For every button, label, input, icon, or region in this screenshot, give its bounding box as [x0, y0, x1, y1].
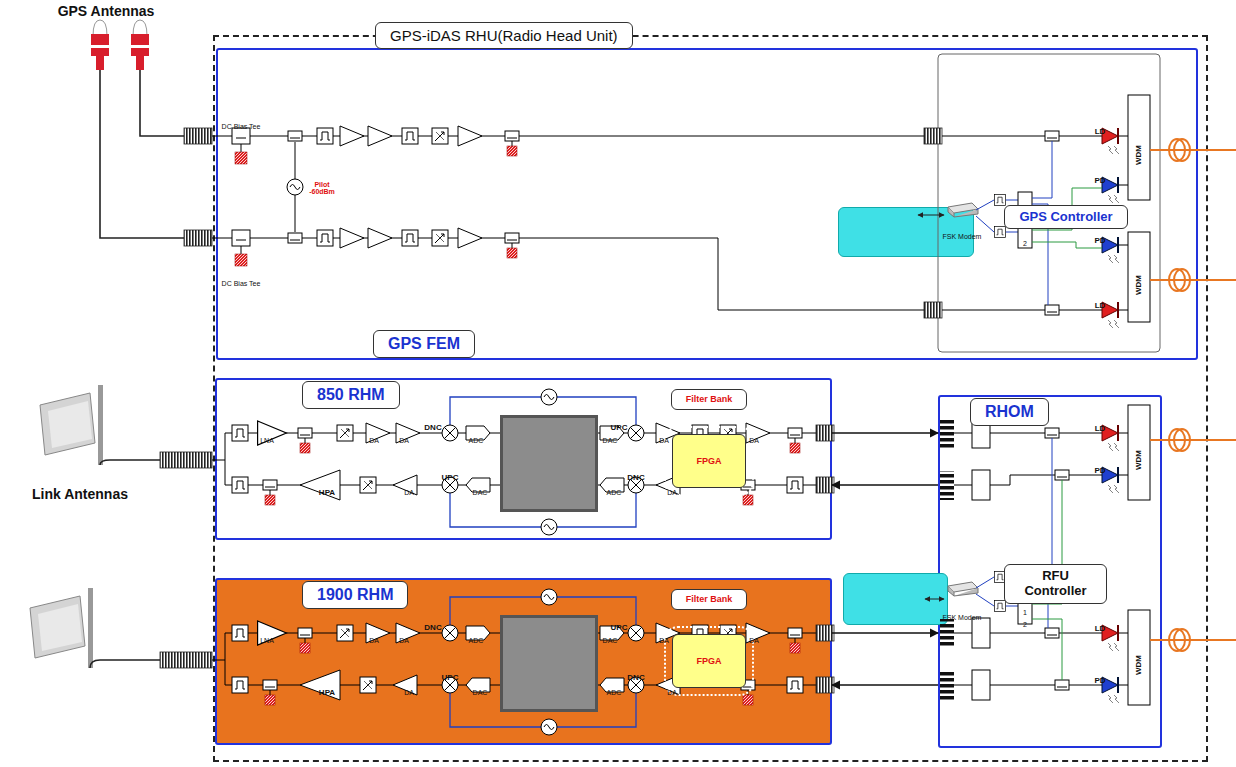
signal-cable	[832, 432, 938, 433]
signal-cable	[832, 484, 938, 485]
component-label: HPA	[319, 489, 335, 497]
node-title: 1900 RHM	[302, 581, 408, 609]
fpga-label: FPGA	[672, 634, 746, 688]
component-label: DA	[749, 637, 759, 644]
component-label: DAC	[473, 489, 488, 496]
component-label: LD	[1095, 625, 1106, 633]
component-label: DA	[404, 689, 414, 696]
node-title: GPS FEM	[373, 330, 475, 358]
component-label: FSK Modem	[943, 233, 982, 240]
controller-box: GPS Controller	[838, 207, 974, 257]
node-title: GPS Controller	[1004, 205, 1127, 230]
component-label: DAC	[603, 437, 618, 444]
component-label: LNA	[260, 437, 274, 444]
module-box: GPS FEM GPS Controller	[216, 48, 1198, 360]
component-label: ADC	[607, 489, 622, 496]
component-label: LNA	[260, 637, 274, 644]
component-label: HPA	[319, 689, 335, 697]
module-box: 1900 RHMFilter BankFPGA	[215, 578, 832, 745]
fpga-chip: Filter BankFPGA	[500, 415, 598, 512]
node-title: RHOM	[970, 398, 1049, 426]
component-label: PD	[1094, 177, 1105, 185]
component-label: FSK Modem	[943, 614, 982, 621]
component-label: LD	[1095, 302, 1106, 310]
node-title: GPS-iDAS RHU(Radio Head Unit)	[375, 22, 633, 49]
node-title: 850 RHM	[302, 381, 400, 409]
component-label: WDM	[1135, 145, 1143, 165]
component-label: DC Bias Tee	[222, 280, 261, 287]
signal-cable	[832, 684, 938, 685]
module-box: 850 RHMFilter BankFPGA	[215, 378, 832, 540]
component-label: ADC	[469, 437, 484, 444]
component-label: LD	[1095, 128, 1106, 136]
component-label: DA	[369, 437, 379, 444]
component-label: DA	[399, 437, 409, 444]
component-label: DA	[749, 437, 759, 444]
filter-bank-label: Filter Bank	[671, 389, 748, 410]
component-label: DNC	[627, 674, 644, 682]
component-label: PD	[1094, 467, 1105, 475]
component-label: LD	[1095, 425, 1106, 433]
component-label: DA	[659, 437, 669, 444]
node-title: RFU Controller	[1004, 564, 1107, 604]
component-label: WDM	[1135, 275, 1143, 295]
signal-cable	[832, 632, 938, 633]
component-label: WDM	[1135, 655, 1143, 675]
fpga-label: FPGA	[672, 434, 746, 488]
component-label: DNC	[627, 474, 644, 482]
controller-box: RFU Controller	[843, 573, 948, 625]
component-label: UPC	[442, 474, 459, 482]
component-label: GPS Antennas	[58, 4, 155, 19]
component-label: UPC	[611, 624, 628, 632]
component-label: WDM	[1135, 450, 1143, 470]
component-label: DA	[667, 689, 677, 696]
fpga-chip: Filter BankFPGA	[500, 615, 598, 712]
component-label: DAC	[603, 637, 618, 644]
component-label: PD	[1094, 677, 1105, 685]
component-label: 1	[1023, 609, 1027, 616]
component-label: DA	[404, 489, 414, 496]
unit-outline: GPS-iDAS RHU(Radio Head Unit)GPS FEMGPS …	[213, 35, 1208, 762]
component-label: PD	[1094, 237, 1105, 245]
filter-bank-label: Filter Bank	[671, 589, 748, 610]
component-label: Pilot -60dBm	[309, 180, 335, 195]
component-label: DA	[399, 637, 409, 644]
component-label: ADC	[607, 689, 622, 696]
component-label: DA	[369, 637, 379, 644]
component-label: DNC	[424, 424, 441, 432]
component-label: ADC	[469, 637, 484, 644]
component-label: 2	[1023, 621, 1027, 628]
component-label: UPC	[611, 424, 628, 432]
component-label: DA	[659, 637, 669, 644]
component-label: DC Bias Tee	[222, 123, 261, 130]
component-label: DNC	[424, 624, 441, 632]
component-label: DAC	[473, 689, 488, 696]
component-label: 2	[1023, 240, 1027, 247]
component-label: DA	[667, 489, 677, 496]
component-label: UPC	[442, 674, 459, 682]
component-label: Link Antennas	[32, 487, 128, 502]
